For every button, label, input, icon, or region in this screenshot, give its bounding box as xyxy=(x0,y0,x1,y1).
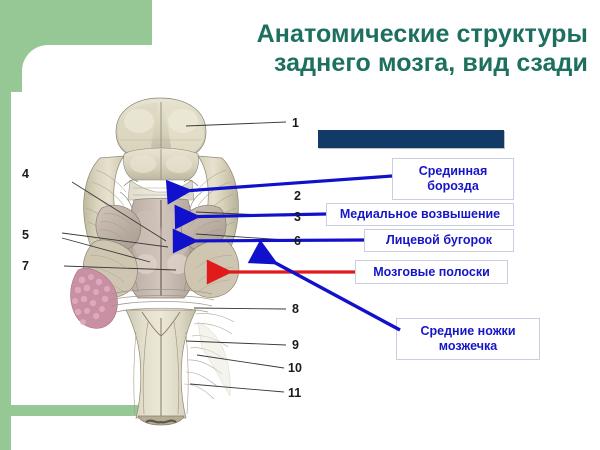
slide-title-line-1: Анатомические структуры xyxy=(256,20,588,48)
brainstem-anatomy-illustration xyxy=(38,96,288,426)
callout-sredinnaya-line1: Срединная xyxy=(418,164,488,178)
callout-box-median-sulcus[interactable]: Срединная борозда xyxy=(392,158,514,200)
white-rounded-cutout xyxy=(22,45,162,105)
number-label-4: 4 xyxy=(22,167,29,181)
choroid-plexus xyxy=(70,268,118,329)
striae-medullares xyxy=(109,289,215,313)
colliculi-group xyxy=(115,97,207,157)
callout-medialnoe-text: Медиальное возвышение xyxy=(339,207,501,221)
slide-title-line-2: заднего мозга, вид сзади xyxy=(273,49,588,78)
facial-colliculus-left xyxy=(135,254,157,274)
number-label-5: 5 xyxy=(22,228,29,242)
callout-box-middle-cerebellar-peduncles[interactable]: Средние ножки мозжечка xyxy=(396,318,540,360)
number-label-9: 9 xyxy=(292,338,299,352)
slide-title: Анатомические структуры заднего мозга, в… xyxy=(196,20,588,79)
number-label-7: 7 xyxy=(22,259,29,273)
inferior-colliculi xyxy=(123,147,199,181)
green-bottom-border xyxy=(0,405,140,416)
callout-nozhki-line1: Средние ножки xyxy=(420,324,516,338)
number-label-10: 10 xyxy=(288,361,302,375)
callout-box-medial-eminence[interactable]: Медиальное возвышение xyxy=(326,203,514,226)
number-label-8: 8 xyxy=(292,302,299,316)
green-bottom-corner xyxy=(0,405,11,450)
navy-redaction-bar xyxy=(318,130,504,148)
number-label-2: 2 xyxy=(294,189,301,203)
number-label-11: 11 xyxy=(288,386,302,400)
callout-licevoi-text: Лицевой бугорок xyxy=(385,233,493,247)
number-label-6: 6 xyxy=(294,234,301,248)
number-label-3: 3 xyxy=(294,210,301,224)
callout-mozgovye-text: Мозговые полоски xyxy=(373,264,490,279)
number-label-1: 1 xyxy=(292,116,299,130)
callout-box-facial-colliculus[interactable]: Лицевой бугорок xyxy=(364,229,514,252)
callout-box-striae-medullares[interactable]: Мозговые полоски xyxy=(355,260,508,284)
medulla-oblongata xyxy=(125,309,197,426)
green-left-border xyxy=(0,92,11,416)
lateral-membrane xyxy=(197,321,231,397)
callout-sredinnaya-line2: борозда xyxy=(427,179,479,193)
callout-nozhki-line2: мозжечка xyxy=(438,339,498,353)
